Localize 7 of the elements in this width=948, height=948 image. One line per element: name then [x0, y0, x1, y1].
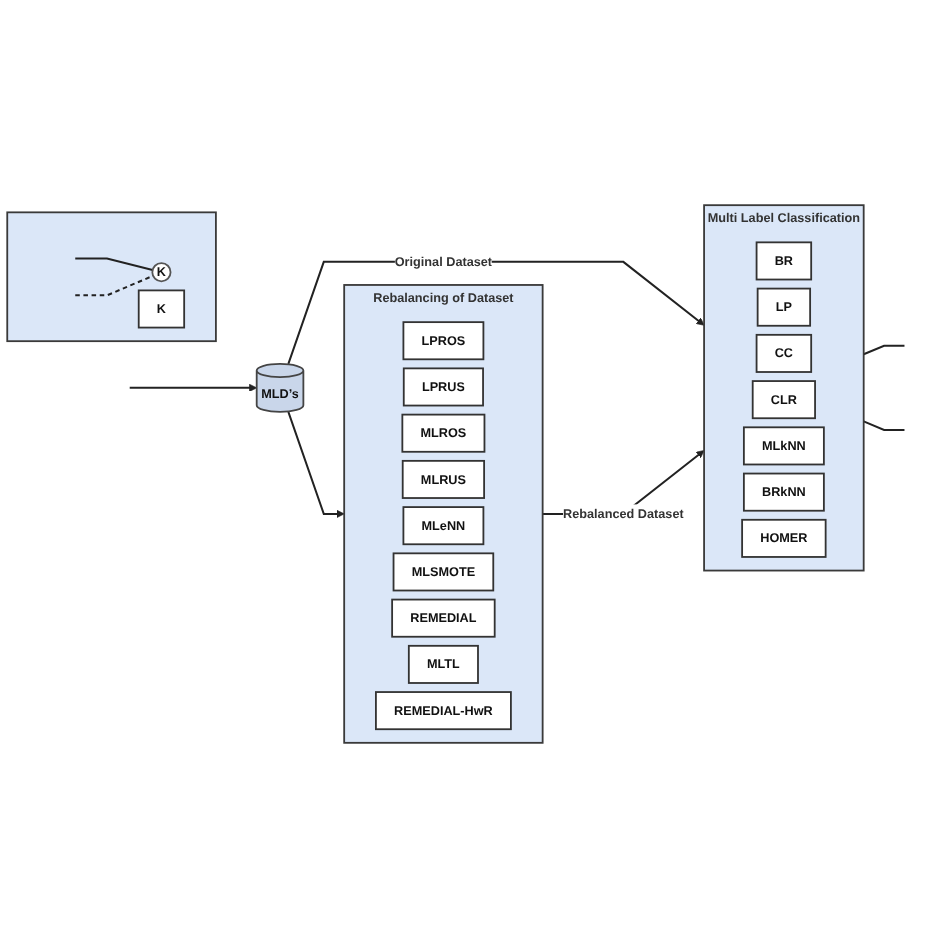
cluster — [6, 211, 217, 343]
arrow — [128, 383, 258, 392]
connector-line — [74, 274, 155, 297]
arrow — [287, 410, 345, 518]
connector-line — [862, 420, 906, 432]
connector-line — [862, 344, 906, 356]
connector-line — [74, 257, 154, 271]
